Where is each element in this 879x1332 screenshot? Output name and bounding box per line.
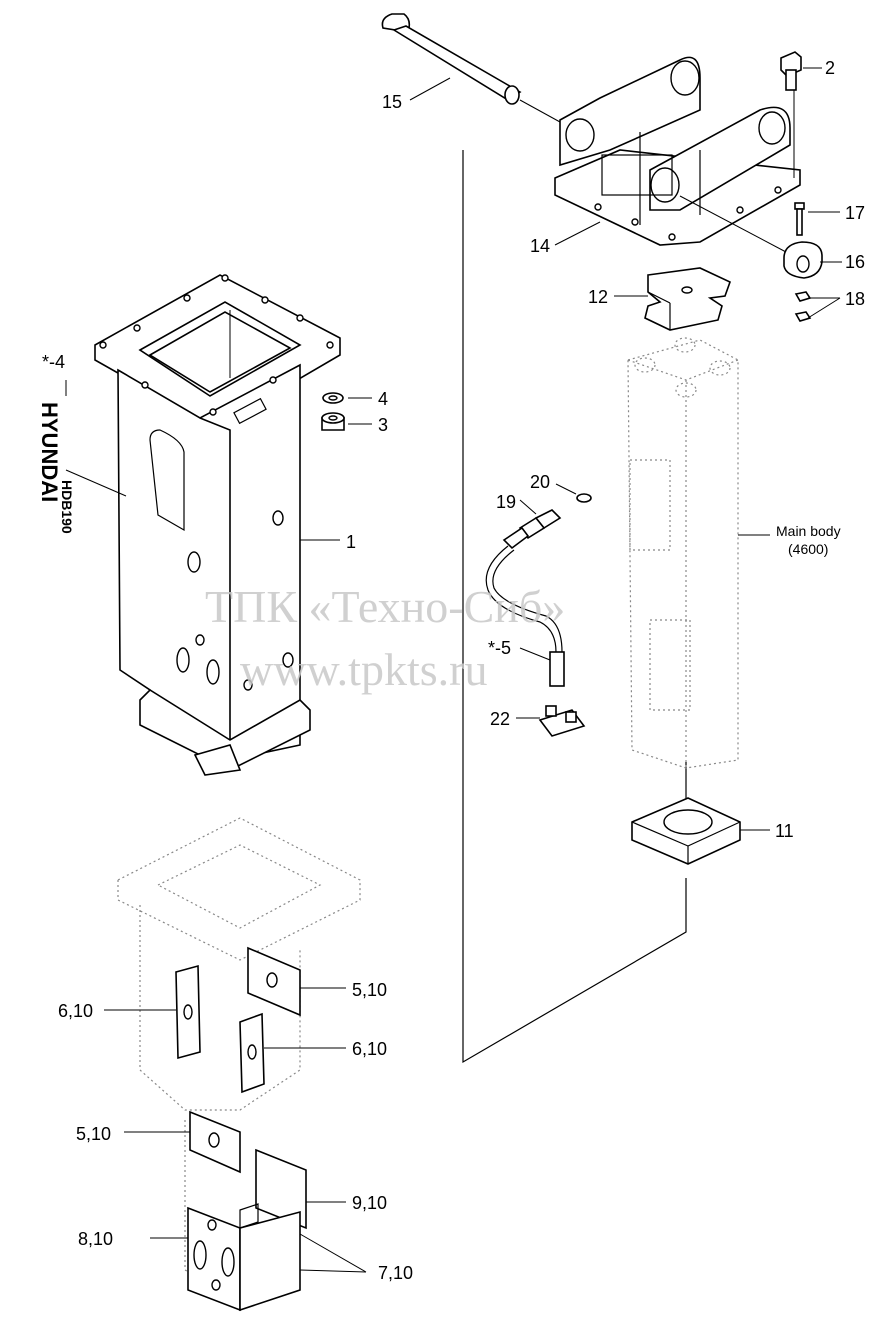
main-body-code: (4600) — [788, 541, 828, 557]
watermark-company: ТПК «Техно-Сиб» — [205, 581, 565, 632]
wear-plate-part-5-lower — [189, 1110, 241, 1174]
decal-model-text: HDB190 — [59, 480, 75, 534]
bolt-part-17 — [794, 202, 805, 236]
callout-label-15: 15 — [382, 92, 402, 112]
callout-label-12: 12 — [588, 287, 608, 307]
wear-plate-part-6-right — [239, 1012, 265, 1094]
callout-label-16: 16 — [845, 252, 865, 272]
callout-label-5star: *-5 — [488, 638, 511, 658]
callout-label-5-10-upper: 5,10 — [352, 980, 387, 1000]
callout-label-5-10-lower: 5,10 — [76, 1124, 111, 1144]
nuts-part-18 — [794, 291, 812, 322]
callout-label-22: 22 — [490, 709, 510, 729]
callout-label-6-10-left: 6,10 — [58, 1001, 93, 1021]
callout-label-9-10: 9,10 — [352, 1193, 387, 1213]
washer-part-4 — [322, 392, 344, 404]
valve-part-22 — [538, 705, 586, 737]
leader-lines — [65, 67, 842, 1273]
decal-part-4: HYUNDAI HDB190 — [37, 402, 75, 534]
pin-part-15 — [381, 13, 561, 123]
collar-part-16 — [679, 195, 823, 279]
wear-plate-part-7 — [239, 1203, 301, 1312]
plate-part-11 — [631, 797, 741, 865]
watermark: ТПК «Техно-Сиб» www.tpkts.ru — [205, 581, 565, 695]
hose-part-5 — [485, 526, 565, 687]
callout-label-2: 2 — [825, 58, 835, 78]
callout-label-6-10-right: 6,10 — [352, 1039, 387, 1059]
callout-label-19: 19 — [496, 492, 516, 512]
main-body-label: Main body — [776, 523, 841, 539]
wear-plate-part-9 — [255, 1148, 307, 1230]
callout-label-17: 17 — [845, 203, 865, 223]
callout-label-18: 18 — [845, 289, 865, 309]
callout-label-1: 1 — [346, 532, 356, 552]
cross-pad-part-12 — [644, 267, 731, 331]
frame-part-1 — [94, 274, 341, 776]
wear-plate-part-8 — [187, 1206, 241, 1312]
bolt-part-2 — [780, 51, 802, 91]
callout-label-7-10: 7,10 — [378, 1263, 413, 1283]
spacer-part-3 — [321, 412, 345, 431]
o-ring-part-20 — [576, 493, 592, 503]
main-body-ghost — [627, 337, 770, 769]
callout-label-4star: *-4 — [42, 352, 65, 372]
bracket-part-14 — [554, 56, 801, 246]
wear-plate-part-5-upper — [247, 946, 301, 1017]
callout-label-14: 14 — [530, 236, 550, 256]
callout-label-4: 4 — [378, 389, 388, 409]
watermark-url: www.tpkts.ru — [240, 644, 487, 695]
wear-plate-part-6-left — [175, 964, 201, 1060]
decal-brand-text: HYUNDAI — [37, 402, 62, 502]
callout-label-3: 3 — [378, 415, 388, 435]
callout-label-11: 11 — [775, 821, 794, 841]
callout-labels: 15 2 14 17 16 18 12 *-4 4 3 20 19 1 Main… — [42, 58, 865, 1283]
callout-label-20: 20 — [530, 472, 550, 492]
callout-label-8-10: 8,10 — [78, 1229, 113, 1249]
